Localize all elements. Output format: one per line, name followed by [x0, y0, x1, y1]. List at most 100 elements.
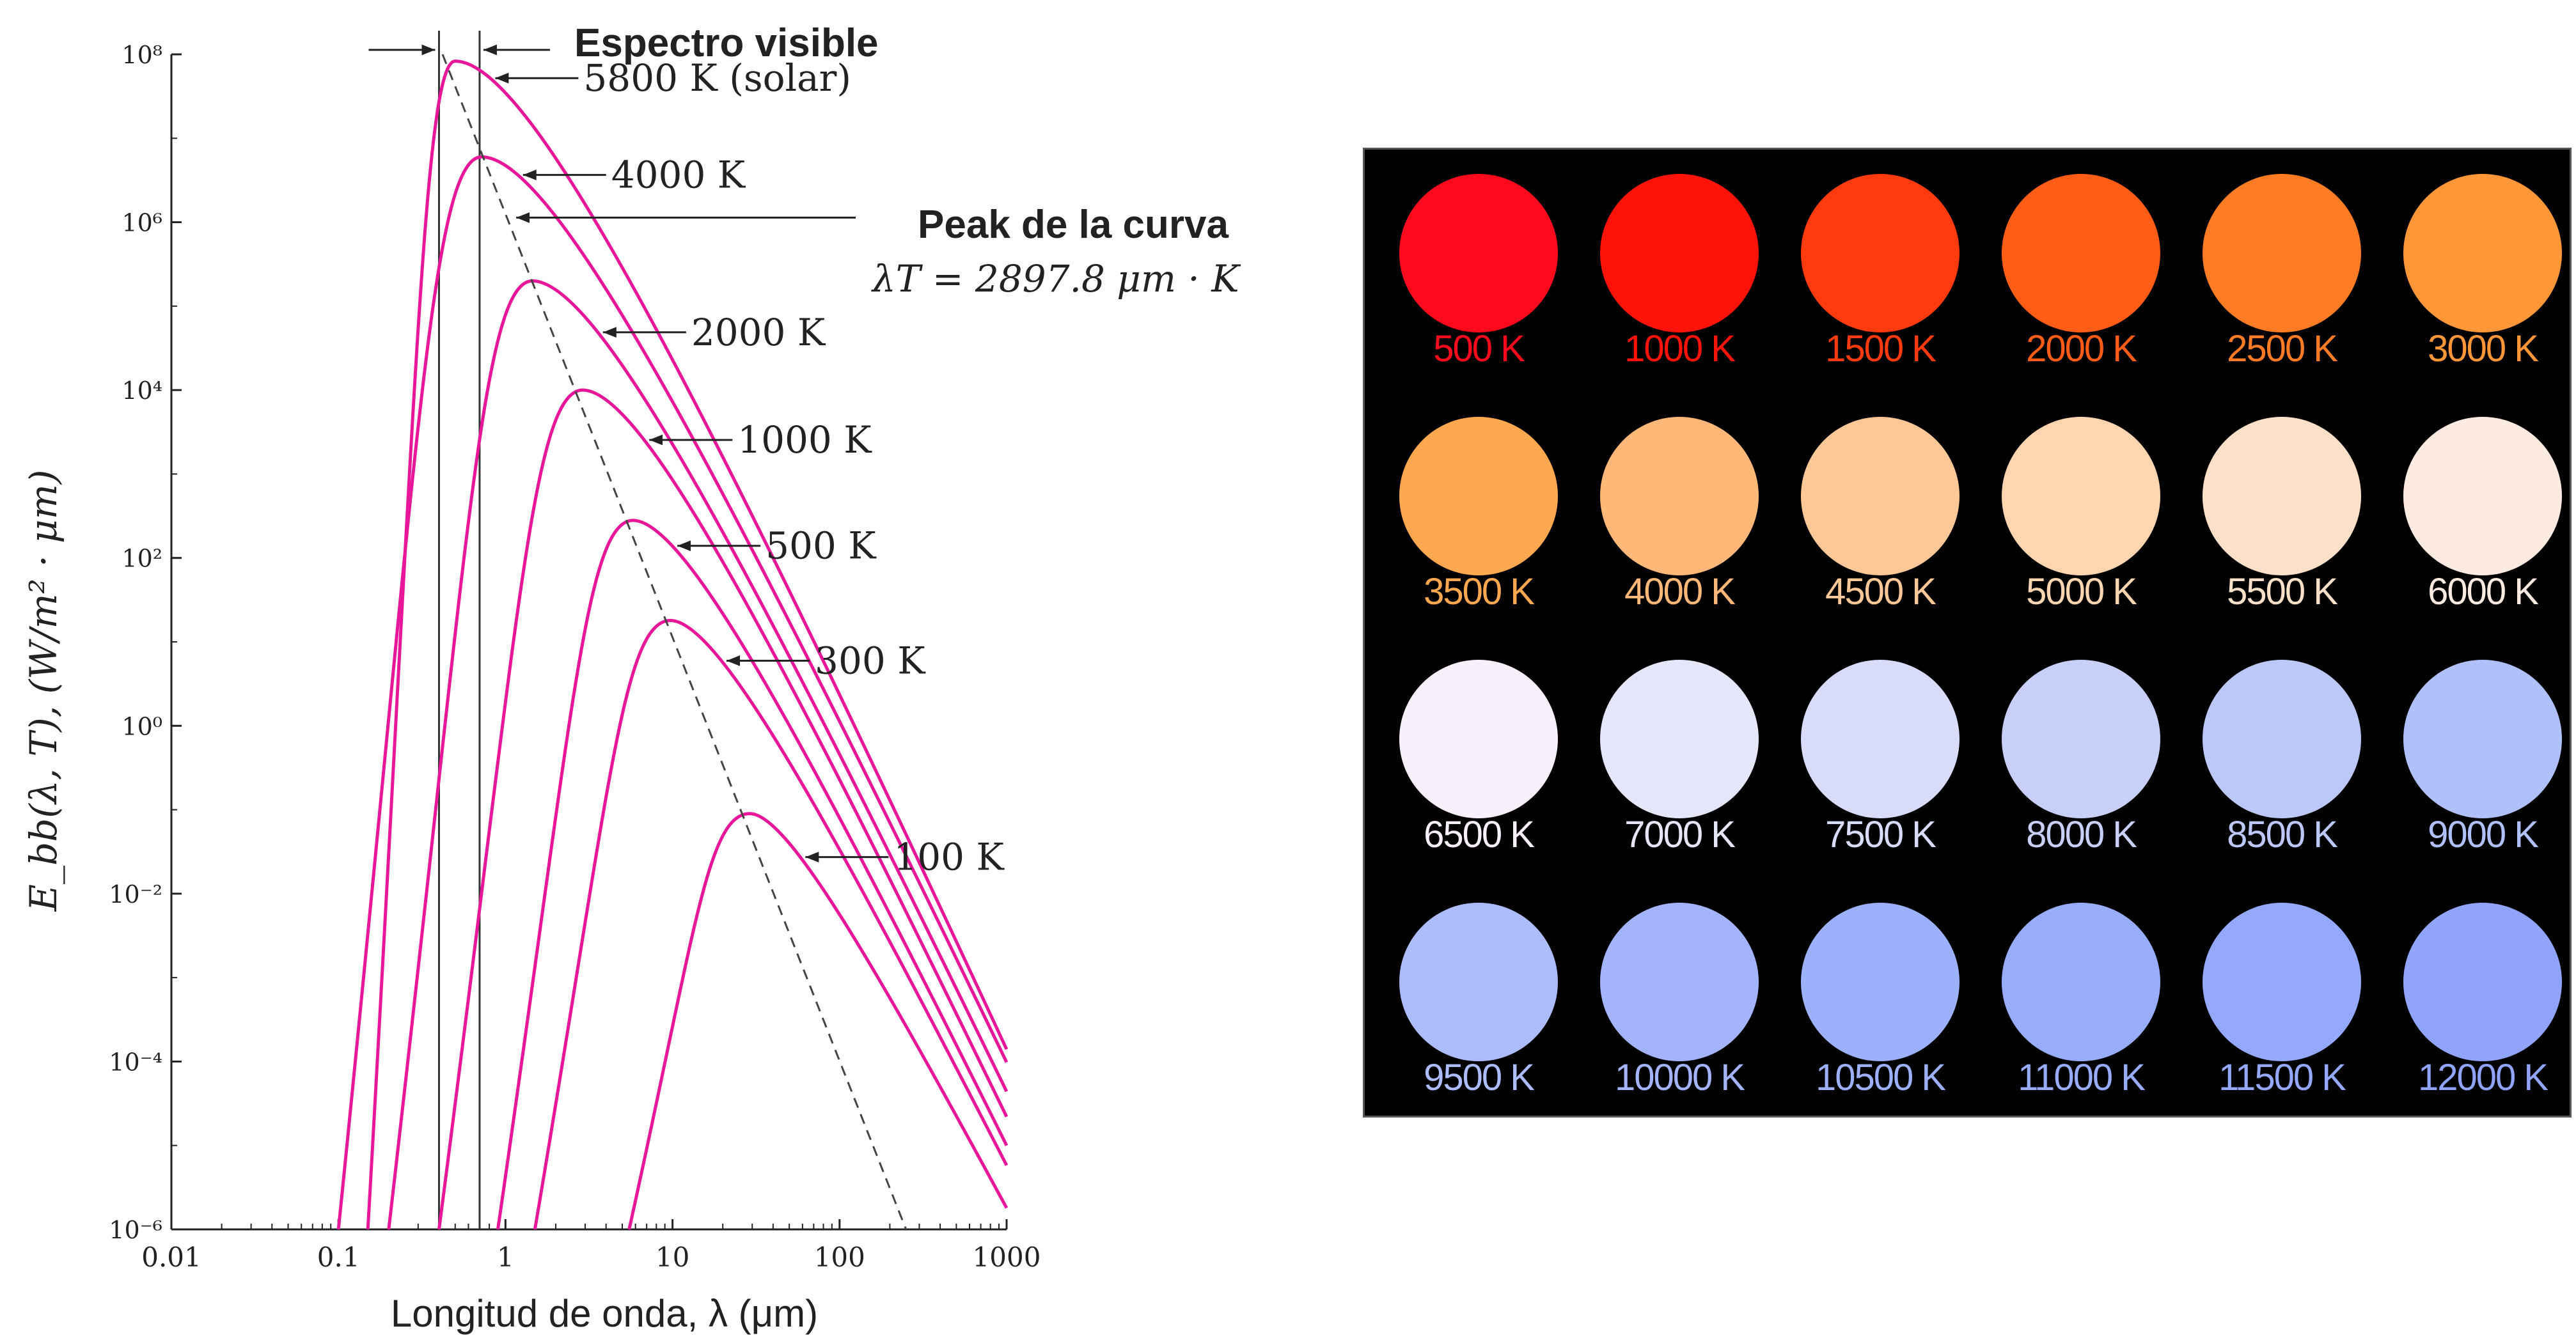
- swatch: 11500 K: [2186, 889, 2378, 1106]
- swatch-disc: [1399, 417, 1558, 575]
- y-axis-label: E_bb(λ, T), (W/m² · μm): [22, 470, 65, 912]
- swatch-label: 6500 K: [1424, 814, 1535, 855]
- swatch-label: 5500 K: [2227, 571, 2338, 612]
- swatch-label: 8500 K: [2227, 814, 2338, 855]
- wien-peak-line: [441, 54, 907, 1230]
- x-tick-label: 100: [814, 1242, 865, 1273]
- x-tick-label: 0.01: [141, 1242, 201, 1273]
- swatch-disc: [2403, 174, 2562, 332]
- series-curve-4: [496, 518, 1009, 1230]
- series-curve-2: [387, 279, 1009, 1230]
- visible-band: [368, 31, 550, 1229]
- series-curves: [336, 59, 1009, 1230]
- swatch-label: 1500 K: [1825, 328, 1936, 370]
- swatch-disc: [2403, 903, 2562, 1061]
- swatch: 8000 K: [1985, 646, 2177, 863]
- swatch: 4500 K: [1784, 403, 1976, 620]
- x-tick-label: 1: [497, 1242, 514, 1273]
- swatch-disc: [2002, 660, 2160, 818]
- x-axis-label: Longitud de onda, λ (μm): [391, 1292, 818, 1335]
- series-label-5: 300 K: [815, 639, 926, 683]
- x-tick-label: 1000: [973, 1242, 1041, 1273]
- series-label-2: 2000 K: [691, 311, 826, 354]
- swatch: 7500 K: [1784, 646, 1976, 863]
- swatch: 2000 K: [1985, 160, 2177, 377]
- peak-equation: λT = 2897.8 μm · K: [871, 257, 1241, 300]
- series-label-6: 100 K: [893, 836, 1005, 879]
- swatch-label: 3500 K: [1424, 571, 1535, 612]
- wien-line: [441, 54, 907, 1230]
- swatch: 6500 K: [1383, 646, 1575, 863]
- swatch: 9000 K: [2387, 646, 2576, 863]
- y-tick-label: 10⁻⁴: [109, 1048, 162, 1076]
- swatch: 8500 K: [2186, 646, 2378, 863]
- swatch: 2500 K: [2186, 160, 2378, 377]
- x-tick-label: 10: [656, 1242, 689, 1273]
- swatch-label: 2500 K: [2227, 328, 2338, 370]
- series-curve-1: [336, 155, 1009, 1230]
- swatch: 10500 K: [1784, 889, 1976, 1106]
- series-label-4: 500 K: [766, 524, 877, 568]
- swatch: 10000 K: [1583, 889, 1775, 1106]
- annotations: Espectro visible Peak de la curva λT = 2…: [516, 21, 1241, 300]
- swatch-disc: [1399, 660, 1558, 818]
- swatch-disc: [1801, 903, 1959, 1061]
- swatch-label: 7500 K: [1825, 814, 1936, 855]
- swatch: 1000 K: [1583, 160, 1775, 377]
- series-label-1: 4000 K: [611, 153, 746, 197]
- swatch-label: 6000 K: [2428, 571, 2539, 612]
- series-curve-5: [533, 618, 1009, 1230]
- swatch-disc: [1801, 660, 1959, 818]
- swatch-disc: [1801, 417, 1959, 575]
- visible-spectrum-label: Espectro visible: [574, 21, 879, 65]
- y-tick-label: 10⁰: [122, 712, 162, 740]
- series-labels: 5800 K (solar) 4000 K 2000 K 1000 K 500 K 300…: [495, 56, 1005, 879]
- swatch-label: 9000 K: [2428, 814, 2539, 855]
- swatch-label: 7000 K: [1624, 814, 1736, 855]
- y-tick-label: 10⁸: [122, 41, 162, 69]
- series-curve-6: [627, 812, 1009, 1230]
- swatch: 5500 K: [2186, 403, 2378, 620]
- swatch-label: 3000 K: [2428, 328, 2539, 370]
- swatch-label: 8000 K: [2026, 814, 2137, 855]
- swatch: 4000 K: [1583, 403, 1775, 620]
- swatch: 3000 K: [2387, 160, 2576, 377]
- y-tick-label: 10⁻²: [109, 880, 162, 908]
- swatch-label: 9500 K: [1424, 1057, 1535, 1098]
- swatch-label: 12000 K: [2417, 1057, 2549, 1098]
- swatch-disc: [2403, 417, 2562, 575]
- series-label-3: 1000 K: [737, 418, 872, 462]
- x-tick-label: 0.1: [317, 1242, 360, 1273]
- swatch-label: 11500 K: [2219, 1057, 2346, 1098]
- swatch-label: 10500 K: [1815, 1057, 1946, 1098]
- swatch-disc: [2203, 174, 2361, 332]
- swatch-label: 1000 K: [1624, 328, 1736, 370]
- swatch-disc: [1600, 660, 1759, 818]
- series-label-0: 5800 K (solar): [583, 56, 851, 100]
- swatch-disc: [1600, 174, 1759, 332]
- swatch-disc: [2002, 174, 2160, 332]
- swatch-label: 4000 K: [1624, 571, 1736, 612]
- swatch-label: 11000 K: [2018, 1057, 2146, 1098]
- swatch: 9500 K: [1383, 889, 1575, 1106]
- series-curve-3: [437, 388, 1009, 1230]
- swatch: 11000 K: [1985, 889, 2177, 1106]
- swatch-disc: [2203, 660, 2361, 818]
- swatch-disc: [1399, 174, 1558, 332]
- color-temperature-palette: 500 K 1000 K 1500 K 2000 K 2500 K 3000 K 3500 …: [1363, 148, 2572, 1118]
- swatch-disc: [1600, 903, 1759, 1061]
- swatch-disc: [1600, 417, 1759, 575]
- swatch: 7000 K: [1583, 646, 1775, 863]
- swatch-disc: [2203, 417, 2361, 575]
- swatch: 1500 K: [1784, 160, 1976, 377]
- swatch-disc: [2002, 417, 2160, 575]
- swatch-disc: [2002, 903, 2160, 1061]
- swatch-disc: [1801, 174, 1959, 332]
- y-tick-label: 10⁴: [122, 377, 162, 405]
- swatch: 3500 K: [1383, 403, 1575, 620]
- swatch-disc: [2403, 660, 2562, 818]
- swatch: 500 K: [1383, 160, 1575, 377]
- y-tick-label: 10²: [122, 545, 162, 573]
